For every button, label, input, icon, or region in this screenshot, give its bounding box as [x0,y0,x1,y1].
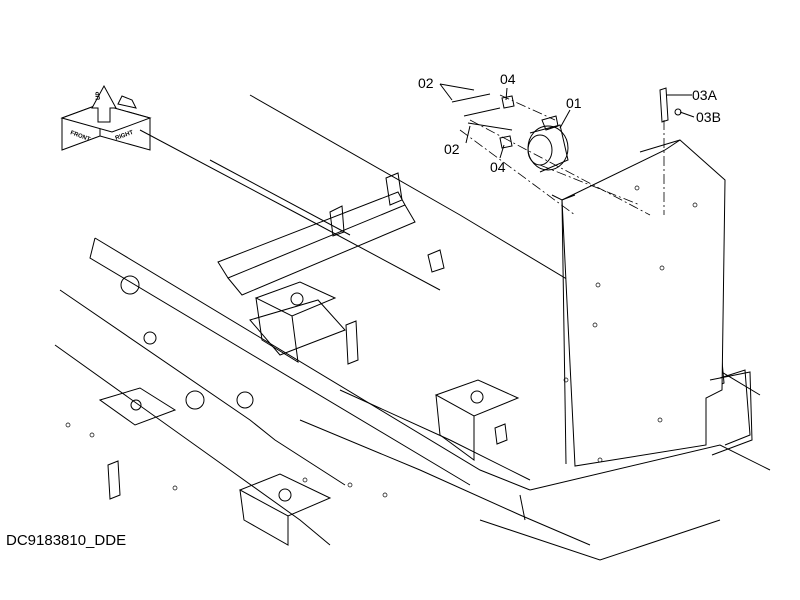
buzzer-assembly [451,87,682,216]
mount-hole-bottom [278,488,292,502]
mount-block-side-upper [255,297,299,363]
bolt-hole [563,377,569,383]
part-04-clip-lower [499,135,513,149]
orientation-icon: FRONT RIGHT UP [60,84,152,151]
main-rail-left-top [94,237,531,491]
bolt-hole [89,432,95,438]
main-rail-left-bottom [54,344,331,546]
bolt-holes [65,185,698,498]
frame-hole-4 [143,331,157,345]
leader-02-top-b [439,83,475,91]
orientation-up-arrow [91,84,117,123]
cross-member-block [249,299,346,356]
leader-02-bottom [465,125,471,144]
mount-hole-upper [290,292,304,306]
main-rail-left-front [89,237,471,486]
leader-04-top [505,87,508,101]
main-rail-right-edge [209,159,351,236]
drawing-id: DC9183810_DDE [6,532,126,549]
bracket-3 [427,249,445,273]
part-01-bracket [529,124,569,173]
leader-04-bottom [499,144,505,159]
brackets [107,172,725,500]
bracket-4 [345,320,359,365]
lower-rail-d [479,519,721,561]
bolt-hole [657,417,663,423]
lower-rail-a [299,419,591,546]
bracket-5 [107,460,121,500]
leader-02-top-a [439,83,453,101]
mount-block-side-bottom [239,489,289,546]
bolt-hole [692,202,698,208]
cross-member-front [217,191,406,279]
callout-02-top: 02 [418,75,434,91]
bracket-7 [494,423,508,445]
leaders [439,83,695,159]
bolt-hole [382,492,388,498]
part-02-bolt-upper-a [451,93,491,103]
side-plate-top-lip [551,194,576,201]
side-plate [551,139,753,467]
bolt-hole [595,282,601,288]
bolt-hole [347,482,353,488]
lower-rail-c [529,444,771,491]
assembly-line-2 [499,94,556,121]
callout-03b: 03B [696,109,721,125]
leader-01 [559,109,571,129]
callout-03a: 03A [692,87,718,103]
mount-hole-left [130,399,142,411]
assembly-line-5 [459,129,576,216]
bolt-hole [302,477,308,483]
side-plate-box-inner [719,369,751,446]
bolt-hole [634,185,640,191]
part-03a-bracket [659,87,669,123]
assembly-line-1 [469,119,651,216]
mount-block-top-right [434,379,520,417]
orientation-up-label: UP [96,92,102,100]
part-01-connector [541,115,559,131]
orientation-right-arrow [117,95,137,109]
mounting-blocks [98,281,520,546]
mount-block-top-upper [254,281,337,317]
bolt-hole [659,265,665,271]
frame-hole-1 [120,275,140,295]
side-plate-box [709,371,753,456]
leader-03b [679,111,695,118]
bolt-hole [172,485,178,491]
bracket-2 [329,205,345,237]
side-plate-top-edge [639,139,681,153]
callout-04-bottom: 04 [490,159,506,175]
side-plate-face [561,139,726,467]
mount-block-top-left [98,387,177,426]
callout-01: 01 [566,95,582,111]
part-02-bolt-upper-b [463,107,501,117]
mount-block-side-right [435,394,475,461]
callout-04-top: 04 [500,71,516,87]
lower-rail-b [339,389,531,481]
bolt-hole [65,422,71,428]
callout-02-bottom: 02 [444,141,460,157]
frame-hole-2 [185,390,205,410]
frame-holes [120,275,254,410]
bracket-1 [385,172,403,206]
side-plate-edge [561,199,567,465]
part-02-bolt-lower [467,122,513,131]
main-rail-left-lower [59,289,346,486]
main-rail-right-inner [139,129,441,291]
frame-hole-3 [236,391,254,409]
part-04-clip-upper [501,95,515,109]
bolt-hole [597,457,603,463]
mount-block-top-bottom [238,473,332,517]
bolt-hole [592,322,598,328]
callouts: 02 02 04 04 01 03A 03B [418,71,721,175]
lower-rail-joint [519,494,526,521]
cross-member-lower [227,204,416,296]
mount-hole-right [470,390,484,404]
